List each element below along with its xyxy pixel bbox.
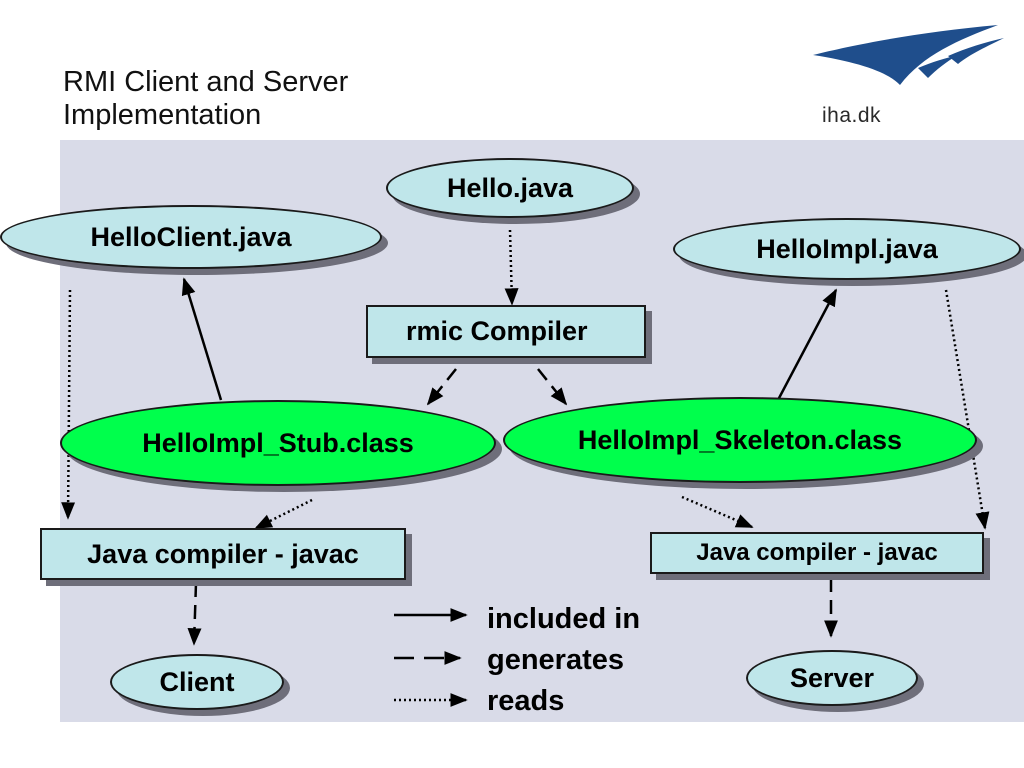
helloclient-java-node: HelloClient.java	[0, 205, 382, 269]
edge-stub-to-helloclient	[181, 277, 223, 401]
slide-title: RMI Client and Server Implementation	[63, 66, 348, 132]
javac-left-node: Java compiler - javac	[40, 528, 406, 580]
helloimpl-java-node: HelloImpl.java	[673, 218, 1021, 280]
edge-hello-to-rmic	[504, 229, 519, 306]
legend-included-label: included in	[487, 603, 641, 635]
skeleton-class-node: HelloImpl_Skeleton.class	[503, 397, 977, 483]
hello-java-node: Hello.java	[386, 158, 634, 218]
edge-stub-to-javac-left	[254, 498, 313, 530]
edge-rmic-to-stub	[426, 368, 457, 406]
legend-generates-label: generates	[487, 644, 625, 676]
client-node: Client	[110, 654, 284, 710]
javac-right-node: Java compiler - javac	[650, 532, 984, 574]
stub-class-node: HelloImpl_Stub.class	[60, 400, 496, 486]
edge-rmic-to-skeleton	[537, 368, 568, 406]
title-line-2: Implementation	[63, 99, 262, 131]
server-node: Server	[746, 650, 918, 706]
edge-skeleton-to-helloimpl	[776, 288, 838, 401]
rmic-compiler-node: rmic Compiler	[366, 305, 646, 358]
iha-logo	[813, 25, 1004, 85]
edge-helloclient-to-javac-left	[61, 289, 76, 520]
edge-javac-left-to-client	[187, 582, 202, 646]
edge-helloimpl-to-javac-right	[944, 289, 990, 530]
logo-text: iha.dk	[822, 104, 882, 127]
edge-skeleton-to-javac-right	[681, 495, 754, 529]
legend-reads-label: reads	[487, 685, 565, 717]
title-line-1: RMI Client and Server	[63, 66, 349, 98]
